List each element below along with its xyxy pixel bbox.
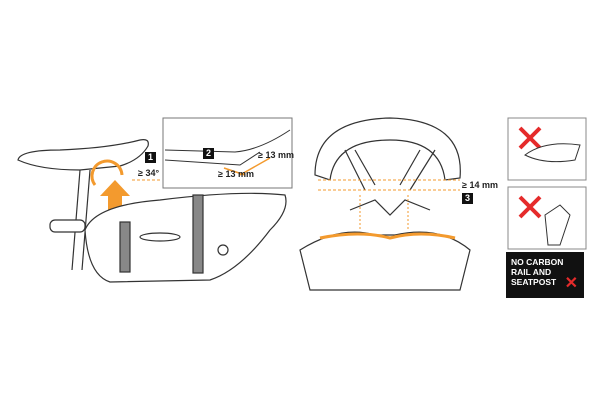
cross-icon — [518, 195, 542, 219]
cross-icon — [518, 126, 542, 150]
horizontal-clearance-label: ≥ 13 mm — [218, 169, 254, 179]
step-1-badge: 1 — [145, 152, 156, 163]
saddle-bag — [84, 192, 287, 283]
warning-line-2: RAIL AND — [511, 267, 552, 277]
step-3-badge: 3 — [462, 193, 473, 204]
width-label: ≥ 14 mm — [462, 180, 498, 190]
inset-rail-clearance — [162, 117, 293, 189]
vertical-clearance-label: ≥ 13 mm — [258, 150, 294, 160]
up-arrow-icon — [100, 180, 130, 212]
warning-box: NO CARBON RAIL AND SEATPOST ✕ — [506, 252, 584, 298]
cross-icon: ✕ — [564, 275, 578, 292]
rotate-arrow-icon — [90, 159, 124, 186]
warning-line-1: NO CARBON — [511, 257, 564, 267]
step-2-badge: 2 — [203, 148, 214, 159]
angle-label: ≥ 34° — [138, 168, 160, 178]
rear-saddle — [299, 117, 471, 291]
warning-line-3: SEATPOST — [511, 277, 557, 287]
